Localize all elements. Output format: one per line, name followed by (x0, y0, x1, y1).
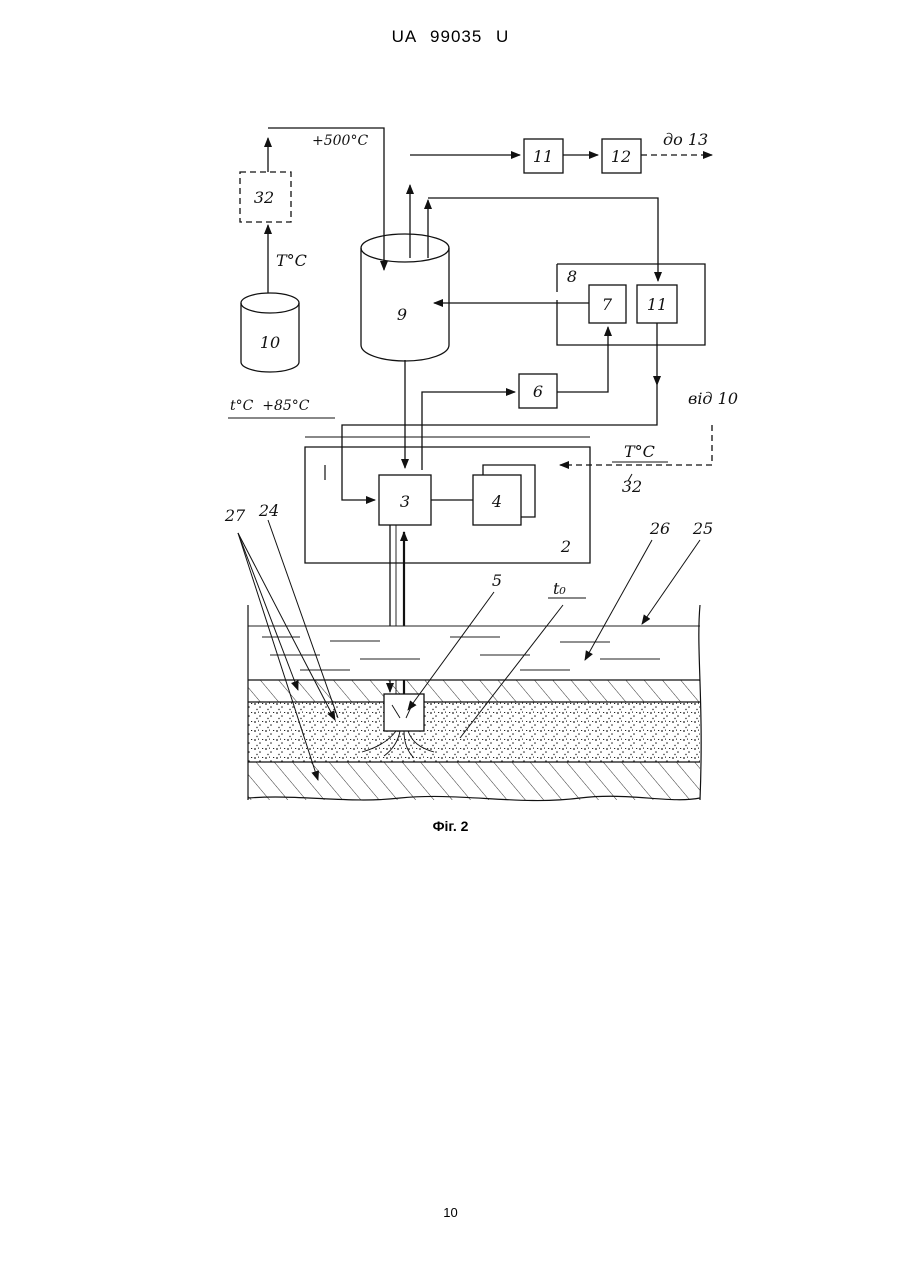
page-number: 10 (0, 1205, 901, 1220)
label-t0: t₀ (553, 579, 566, 598)
figure-caption: Фіг. 2 (0, 818, 901, 834)
label-12: 12 (611, 147, 631, 166)
element-5 (384, 694, 424, 731)
label-3: 3 (400, 492, 410, 511)
label-10: 10 (260, 333, 280, 352)
label-t-85c: t°C +85°C (230, 398, 310, 414)
label-4: 4 (491, 492, 502, 511)
label-11a: 11 (533, 147, 553, 166)
label-32b: 32 (622, 477, 642, 496)
label-7: 7 (602, 295, 613, 314)
tank-9 (361, 234, 449, 361)
block-4-shadow (483, 465, 535, 517)
label-tc-top: T°C (276, 251, 307, 270)
label-9: 9 (397, 305, 407, 324)
label-6: 6 (533, 382, 543, 401)
frame-8 (557, 264, 705, 345)
label-500c: +500°C (312, 133, 368, 149)
label-tc-mid: T°C (624, 442, 655, 461)
label-from-10: від 10 (688, 389, 738, 408)
label-to-13: до 13 (663, 130, 708, 149)
label-24: 24 (258, 501, 279, 520)
frame-2 (305, 447, 590, 563)
label-27: 27 (224, 506, 246, 525)
label-11b: 11 (647, 295, 667, 314)
label-25: 25 (692, 519, 713, 538)
label-5: 5 (492, 571, 502, 590)
ground-section (248, 605, 701, 801)
label-8: 8 (567, 267, 577, 286)
label-2: 2 (560, 537, 571, 556)
label-32a: 32 (254, 188, 274, 207)
label-26: 26 (649, 519, 670, 538)
